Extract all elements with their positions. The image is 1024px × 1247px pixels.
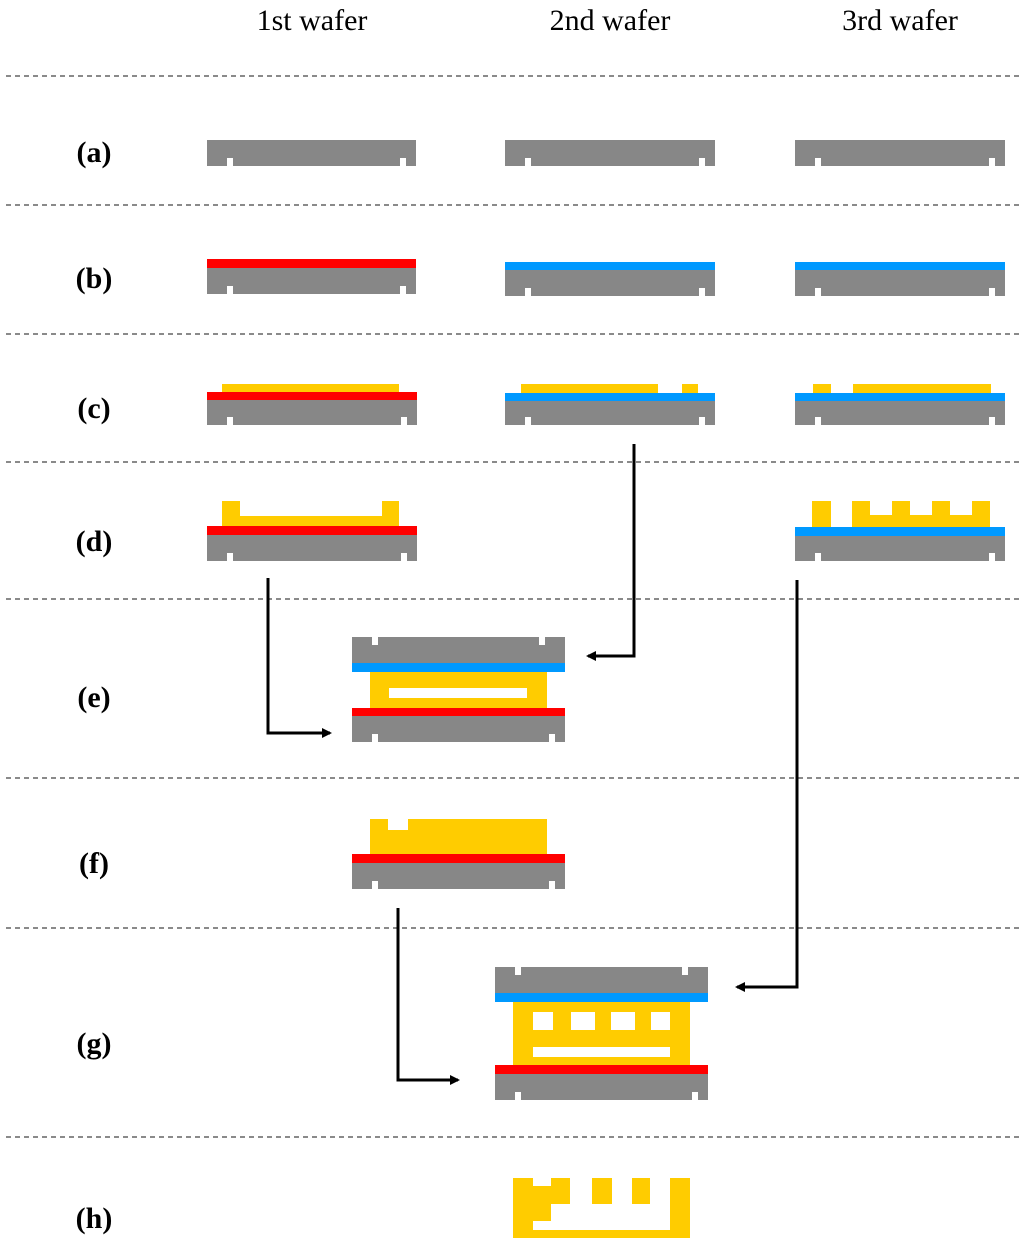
substrate-wafer-3 [795, 536, 1005, 561]
blue-layer-wafer-3 [795, 393, 1005, 401]
row-f-stack [352, 819, 565, 889]
gold-structure-wafer-3 [812, 501, 990, 527]
blue-layer-wafer-3 [795, 262, 1005, 270]
substrate-wafer-1 [207, 535, 417, 561]
gold-structure-wafer-1 [222, 501, 399, 526]
gold-film-wafer-3 [853, 384, 991, 393]
gold-bonded-structure [370, 672, 547, 708]
gold-multilayer-structure [513, 1002, 690, 1065]
flow-arrows [266, 444, 799, 1085]
gold-released-structure [370, 819, 547, 854]
red-layer-wafer-1 [207, 526, 417, 535]
top-substrate-wafer-3 [495, 967, 708, 993]
gold-film-wafer-2 [521, 384, 658, 393]
row-b-wafers [207, 259, 1005, 296]
red-layer-wafer-1 [207, 259, 416, 268]
substrate-wafer-1 [207, 400, 417, 425]
gold-pad-wafer-2 [682, 384, 698, 393]
blue-layer-wafer-3 [495, 993, 708, 1002]
step-label-g: (g) [77, 1027, 112, 1060]
substrate-wafer-2 [505, 140, 715, 166]
substrate-wafer-2 [505, 270, 715, 296]
row-d-wafers [207, 501, 1005, 561]
row-dividers [6, 75, 1020, 1138]
substrate-wafer-3 [795, 140, 1005, 166]
row-g-bonded-stack [495, 967, 708, 1100]
arrow-wafer2-to-e [586, 444, 636, 661]
step-label-a: (a) [77, 136, 112, 169]
arrow-wafer3-to-g [735, 580, 799, 992]
step-label-b: (b) [76, 262, 113, 295]
step-label-c: (c) [77, 392, 110, 425]
substrate-wafer-3 [795, 401, 1005, 425]
blue-layer-wafer-2 [505, 262, 715, 270]
row-a-wafers [207, 140, 1005, 166]
substrate-wafer-1 [207, 140, 416, 166]
step-label-d: (d) [76, 525, 113, 558]
substrate-wafer-3 [795, 270, 1005, 296]
arrow-f-to-g [396, 908, 460, 1085]
bottom-substrate-wafer-1 [352, 716, 565, 742]
bottom-substrate-wafer-1 [495, 1074, 708, 1100]
top-substrate-wafer-2 [352, 637, 565, 663]
column-label-3rd-wafer: 3rd wafer [842, 4, 958, 37]
step-label-e: (e) [77, 681, 110, 714]
red-layer-wafer-1 [207, 392, 417, 400]
row-e-bonded-stack [352, 637, 565, 742]
row-h-final [513, 1178, 690, 1238]
red-layer-wafer-1 [352, 854, 565, 863]
substrate-wafer-2 [505, 401, 715, 425]
substrate-wafer-1 [352, 863, 565, 889]
blue-layer-wafer-2 [505, 393, 715, 401]
gold-film-wafer-1 [222, 384, 399, 392]
red-layer-wafer-1 [495, 1065, 708, 1074]
column-label-2nd-wafer: 2nd wafer [550, 4, 671, 37]
step-label-h: (h) [76, 1202, 113, 1235]
row-c-wafers [207, 384, 1005, 425]
blue-layer-wafer-3 [795, 527, 1005, 536]
gold-pad-wafer-3 [813, 384, 831, 393]
step-label-f: (f) [79, 847, 109, 880]
arrow-wafer1-to-e [266, 578, 332, 738]
substrate-wafer-1 [207, 268, 416, 294]
gold-final-gap [533, 1221, 670, 1230]
column-label-1st-wafer: 1st wafer [257, 4, 368, 37]
blue-layer-wafer-2 [352, 663, 565, 672]
red-layer-wafer-1 [352, 708, 565, 716]
